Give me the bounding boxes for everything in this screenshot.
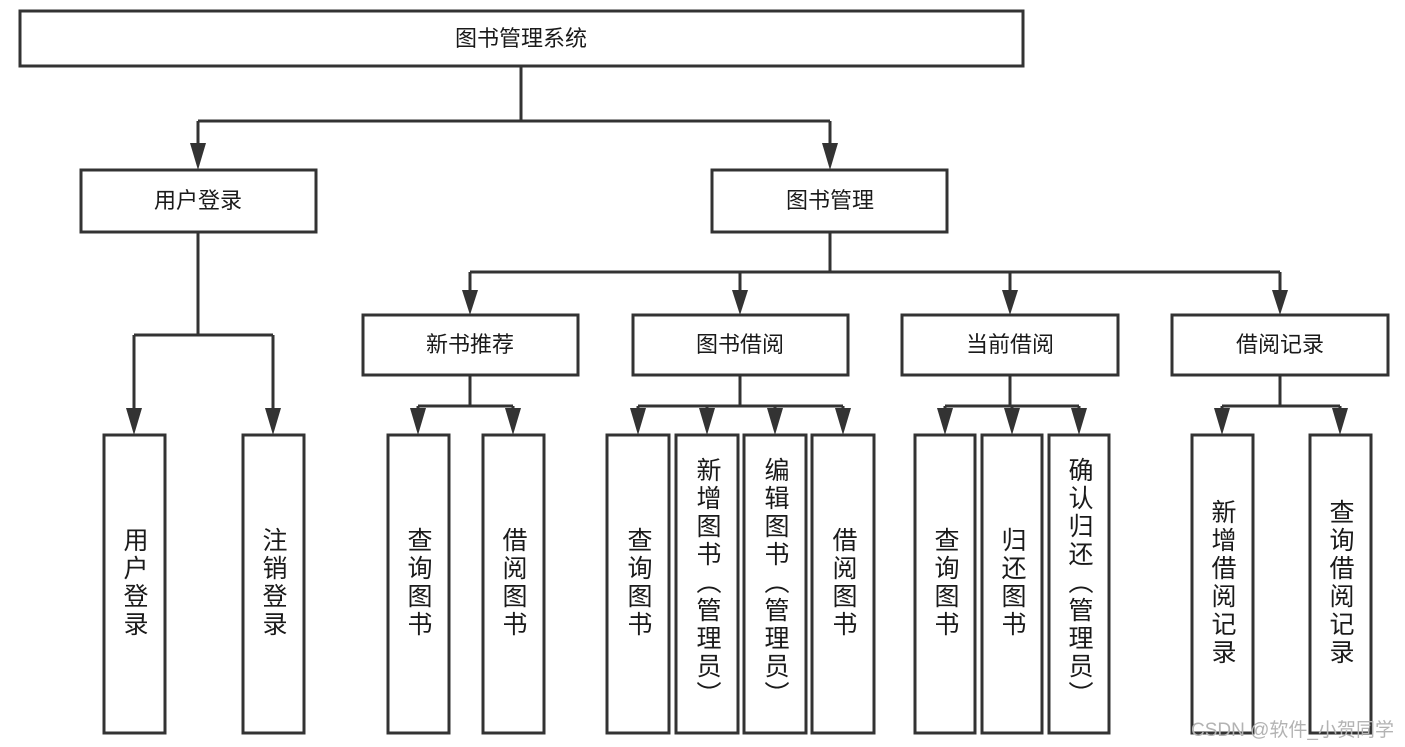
arrow-head-cb-return-book [1004,408,1020,435]
node-new-book-recommend-label: 新书推荐 [426,332,514,357]
arrow-head-nb-query-book [410,408,426,435]
node-user-login-box[interactable] [79,168,318,234]
leaf-bb-add-book[interactable]: 新增图书（管理员） [674,433,740,735]
leaf-cb-confirm-return-label: 确认归还（管理员） [1065,457,1094,709]
node-user-login-label: 用户登录 [154,188,242,213]
arrow-head-new-book-recommend [462,290,478,315]
leaf-nb-query-book-box[interactable] [386,433,451,735]
leaf-br-query-record[interactable]: 查询借阅记录 [1308,433,1373,735]
leaf-bb-add-book-label: 新增图书（管理员） [693,457,722,709]
node-new-book-recommend-box[interactable] [361,313,580,377]
leaf-bb-query-book[interactable]: 查询图书 [605,433,671,735]
connectors-book-borrow-to-leaves [630,375,851,435]
node-book-management[interactable]: 图书管理 [710,168,949,234]
leaf-user-login[interactable]: 用户登录 [102,433,167,735]
leaf-br-query-record-box[interactable] [1308,433,1373,735]
leaf-cb-return-book-label: 归还图书 [998,527,1027,639]
connectors-borrow-record-to-leaves [1214,375,1348,435]
node-current-borrow-box[interactable] [900,313,1120,377]
node-borrow-record-label: 借阅记录 [1236,332,1324,357]
arrow-head-nb-borrow-book [505,408,521,435]
leaf-bb-borrow-book-label: 借阅图书 [829,527,858,639]
connectors-new-book-to-leaves [410,375,521,435]
node-new-book-recommend[interactable]: 新书推荐 [361,313,580,377]
leaf-bb-edit-book-label: 编辑图书（管理员） [761,457,790,709]
arrow-head-book-borrow [732,290,748,315]
arrow-head-br-query-record [1332,408,1348,435]
leaf-nb-borrow-book-box[interactable] [481,433,546,735]
leaf-user-login-label: 用户登录 [120,527,149,639]
arrow-head-cb-confirm-return [1071,408,1087,435]
arrow-head-bb-query-book [630,408,646,435]
leaf-cb-confirm-return[interactable]: 确认归还（管理员） [1047,433,1111,735]
leaf-cb-query-book-label: 查询图书 [931,527,960,639]
connectors-book-mgmt-to-level3 [462,232,1288,315]
node-root-label: 图书管理系统 [455,26,587,51]
leaf-nb-borrow-book-label: 借阅图书 [499,527,528,639]
leaf-bb-query-book-box[interactable] [605,433,671,735]
node-book-management-label: 图书管理 [786,188,874,213]
leaf-br-add-record[interactable]: 新增借阅记录 [1190,433,1255,735]
leaf-br-add-record-box[interactable] [1190,433,1255,735]
leaf-user-login-box[interactable] [102,433,167,735]
leaf-br-query-record-label: 查询借阅记录 [1326,499,1355,667]
arrow-head-bb-add-book [699,408,715,435]
arrow-head-leaf-user-login [126,408,142,435]
node-book-borrow[interactable]: 图书借阅 [631,313,850,377]
arrow-head-cb-query-book [937,408,953,435]
leaf-bb-borrow-book[interactable]: 借阅图书 [810,433,876,735]
leaf-nb-borrow-book[interactable]: 借阅图书 [481,433,546,735]
node-current-borrow-label: 当前借阅 [966,332,1054,357]
watermark-text: CSDN @软件_小贺同学 [1191,719,1394,741]
leaf-cb-confirm-return-box[interactable] [1047,433,1111,735]
leaf-bb-borrow-book-box[interactable] [810,433,876,735]
node-borrow-record[interactable]: 借阅记录 [1170,313,1390,377]
leaf-bb-add-book-box[interactable] [674,433,740,735]
node-user-login[interactable]: 用户登录 [79,168,318,234]
leaf-cb-return-book-box[interactable] [980,433,1044,735]
node-root-box[interactable] [18,9,1025,68]
connectors-user-login-to-leaves [126,232,281,435]
node-current-borrow[interactable]: 当前借阅 [900,313,1120,377]
leaf-br-add-record-label: 新增借阅记录 [1208,499,1237,667]
arrow-head-bb-borrow-book [835,408,851,435]
arrow-head-user-login [190,143,206,170]
leaf-cb-return-book[interactable]: 归还图书 [980,433,1044,735]
arrow-head-current-borrow [1002,290,1018,315]
arrow-head-book-mgmt [822,143,838,170]
arrow-head-bb-edit-book [767,408,783,435]
leaf-bb-query-book-label: 查询图书 [624,527,653,639]
leaf-logout[interactable]: 注销登录 [241,433,306,735]
leaf-nb-query-book-label: 查询图书 [404,527,433,639]
leaf-bb-edit-book[interactable]: 编辑图书（管理员） [742,433,808,735]
connectors-current-borrow-to-leaves [937,375,1087,435]
leaf-cb-query-book-box[interactable] [913,433,977,735]
node-book-borrow-label: 图书借阅 [696,332,784,357]
node-book-management-box[interactable] [710,168,949,234]
arrow-head-leaf-logout [265,408,281,435]
node-book-borrow-box[interactable] [631,313,850,377]
leaf-bb-edit-book-box[interactable] [742,433,808,735]
leaf-cb-query-book[interactable]: 查询图书 [913,433,977,735]
arrow-head-br-add-record [1214,408,1230,435]
leaf-nb-query-book[interactable]: 查询图书 [386,433,451,735]
node-root[interactable]: 图书管理系统 [18,9,1025,68]
arrow-head-borrow-record [1272,290,1288,315]
leaf-logout-box[interactable] [241,433,306,735]
leaf-logout-label: 注销登录 [259,527,288,639]
node-borrow-record-box[interactable] [1170,313,1390,377]
connectors-root-to-level2 [190,66,838,170]
